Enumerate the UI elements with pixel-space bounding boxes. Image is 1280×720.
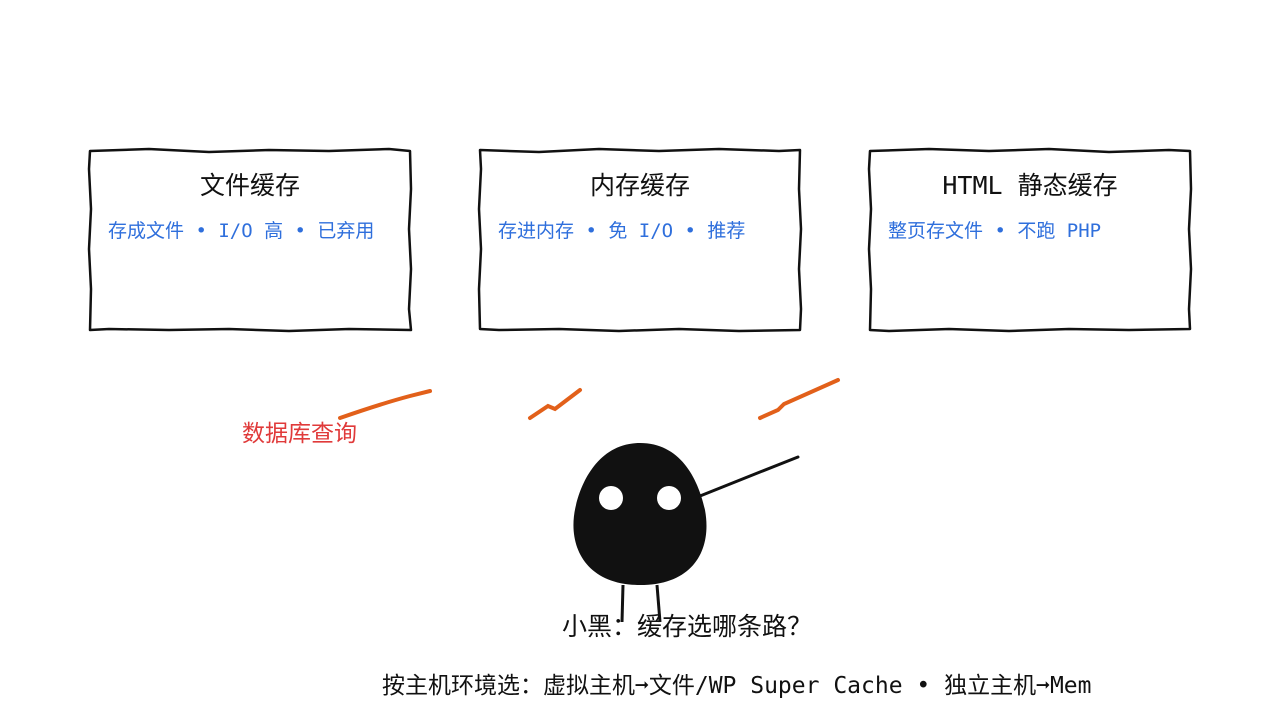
character-body bbox=[573, 443, 707, 585]
character-right-leg bbox=[655, 584, 662, 623]
character-question: 小黑：缓存选哪条路？ bbox=[562, 612, 813, 641]
character-xiaohei bbox=[573, 443, 800, 623]
path-arrow-memory-cache bbox=[528, 388, 582, 420]
footer-advice: 按主机环境选：虚拟主机➞文件/WP Super Cache • 独立主机➞Mem bbox=[382, 673, 1092, 699]
database-query-label: 数据库查询 bbox=[242, 421, 357, 447]
html-static-cache-card: HTML 静态缓存 整页存文件 • 不跑 PHP bbox=[867, 147, 1193, 333]
html-static-cache-subtitle: 整页存文件 • 不跑 PHP bbox=[888, 220, 1102, 242]
memory-cache-subtitle: 存进内存 • 免 I/O • 推荐 bbox=[498, 220, 746, 242]
memory-cache-card-frame bbox=[477, 147, 803, 333]
character-left-eye bbox=[599, 486, 623, 510]
character-left-leg bbox=[620, 584, 625, 623]
html-static-cache-title: HTML 静态缓存 bbox=[942, 171, 1118, 200]
character-pointer-stick bbox=[698, 455, 800, 498]
character-right-eye bbox=[657, 486, 681, 510]
html-static-cache-card-frame bbox=[867, 147, 1193, 333]
file-cache-title: 文件缓存 bbox=[199, 171, 300, 200]
path-arrow-file-cache bbox=[338, 389, 432, 420]
file-cache-card-frame bbox=[87, 147, 413, 333]
memory-cache-card: 内存缓存 存进内存 • 免 I/O • 推荐 bbox=[477, 147, 803, 333]
memory-cache-title: 内存缓存 bbox=[589, 171, 690, 200]
path-arrow-html-cache bbox=[758, 378, 840, 420]
file-cache-card: 文件缓存 存成文件 • I/O 高 • 已弃用 bbox=[87, 147, 413, 333]
file-cache-subtitle: 存成文件 • I/O 高 • 已弃用 bbox=[108, 220, 375, 242]
